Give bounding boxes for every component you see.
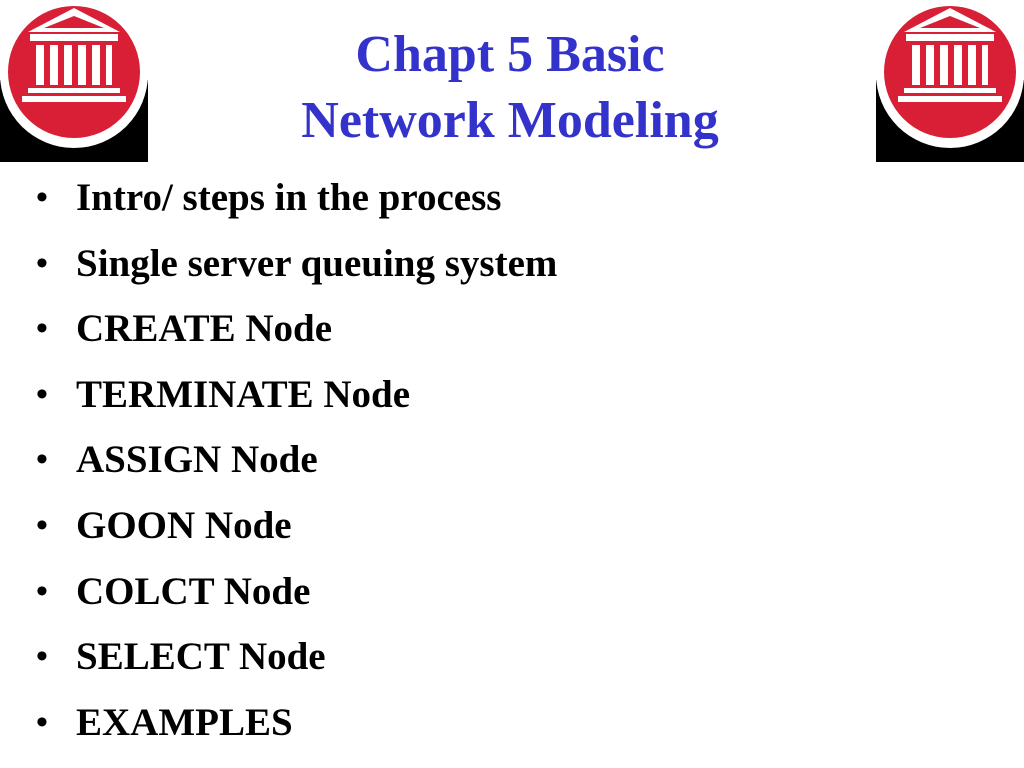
bullet-dot-icon: • — [36, 310, 48, 348]
university-building-icon — [0, 0, 148, 162]
university-building-icon — [876, 0, 1024, 162]
bullet-text: CREATE Node — [76, 307, 333, 351]
bullet-text: COLCT Node — [76, 569, 311, 613]
bullet-item: • SELECT Node — [0, 624, 557, 690]
bullet-dot-icon: • — [36, 572, 48, 610]
bullet-item: • ASSIGN Node — [0, 427, 557, 493]
bullet-text: Single server queuing system — [76, 241, 558, 285]
bullet-dot-icon: • — [36, 703, 48, 741]
bullet-dot-icon: • — [36, 506, 48, 544]
bullet-text: ASSIGN Node — [76, 438, 318, 482]
bullet-list: • Intro/ steps in the process • Single s… — [0, 165, 557, 755]
bullet-text: GOON Node — [76, 503, 292, 547]
bullet-dot-icon: • — [36, 638, 48, 676]
bullet-dot-icon: • — [36, 244, 48, 282]
university-logo-right — [876, 0, 1024, 162]
bullet-dot-icon: • — [36, 375, 48, 413]
bullet-text: Intro/ steps in the process — [76, 176, 502, 219]
bullet-text: EXAMPLES — [76, 700, 293, 744]
bullet-item: • Intro/ steps in the process — [0, 165, 557, 231]
bullet-dot-icon: • — [36, 179, 48, 216]
bullet-item: • Single server queuing system — [0, 231, 557, 297]
bullet-item: • COLCT Node — [0, 559, 557, 625]
slide-title-line-2: Network Modeling — [301, 92, 719, 149]
slide-title: Chapt 5 Basic Network Modeling — [160, 22, 860, 154]
bullet-item: • CREATE Node — [0, 296, 557, 362]
bullet-item: • GOON Node — [0, 493, 557, 559]
bullet-text: TERMINATE Node — [76, 372, 411, 416]
slide-title-line-1: Chapt 5 Basic — [355, 26, 665, 83]
bullet-dot-icon: • — [36, 441, 48, 479]
bullet-item: • EXAMPLES — [0, 690, 557, 756]
bullet-item: • TERMINATE Node — [0, 362, 557, 428]
bullet-text: SELECT Node — [76, 635, 326, 679]
university-logo-left — [0, 0, 148, 162]
